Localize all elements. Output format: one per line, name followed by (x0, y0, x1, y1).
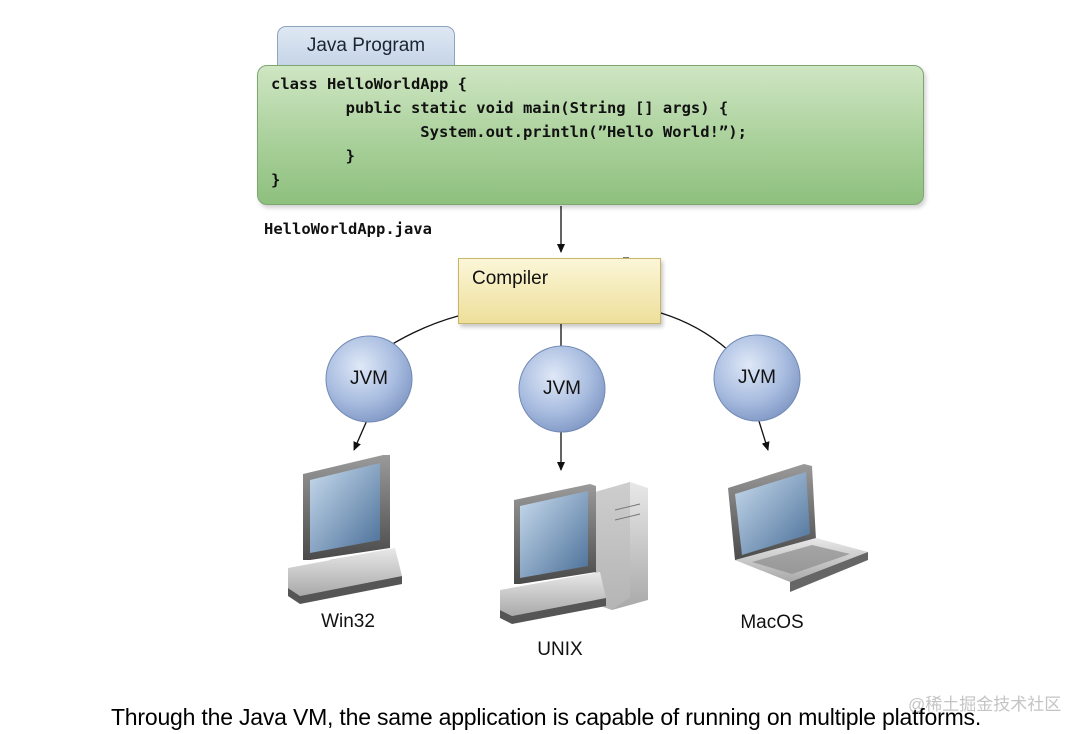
platform-label-unix: UNIX (537, 639, 583, 660)
code-line: System.out.println(”Hello World!”); (271, 123, 747, 141)
code-line: } (271, 147, 355, 165)
jvm-label-left: JVM (350, 368, 388, 389)
unix-computer-icon (500, 482, 648, 624)
compiler-box (458, 258, 661, 324)
macos-laptop-icon (728, 464, 868, 592)
compiler-label: Compiler (472, 268, 549, 289)
compiler-to-jvm-right-line (660, 312, 729, 351)
code-line: class HelloWorldApp { (271, 75, 467, 93)
java-program-tab (277, 26, 455, 70)
jvm-node-left (325, 335, 413, 423)
figure-caption: Through the Java VM, the same applicatio… (110, 704, 982, 730)
jvm-label-center: JVM (543, 378, 581, 399)
platform-label-macos: MacOS (740, 612, 804, 633)
java-program-tab-label: Java Program (306, 35, 426, 56)
source-filename-label: HelloWorldApp.java (264, 220, 432, 238)
platform-label-win32: Win32 (321, 611, 375, 632)
code-line: } (271, 171, 281, 189)
jvm-node-right (713, 334, 801, 422)
jvm-label-right: JVM (738, 367, 776, 388)
code-listing: class HelloWorldApp { public static void… (271, 74, 747, 190)
jvm-to-macos-arrow (757, 417, 770, 451)
java-source-code-box (257, 65, 924, 205)
jvm-to-win32-arrow (353, 417, 369, 451)
win32-computer-icon (288, 455, 402, 604)
code-line: public static void main(String [] args) … (271, 99, 729, 117)
jvm-node-center (518, 345, 606, 433)
watermark-text: @稀土掘金技术社区 (908, 695, 1062, 714)
